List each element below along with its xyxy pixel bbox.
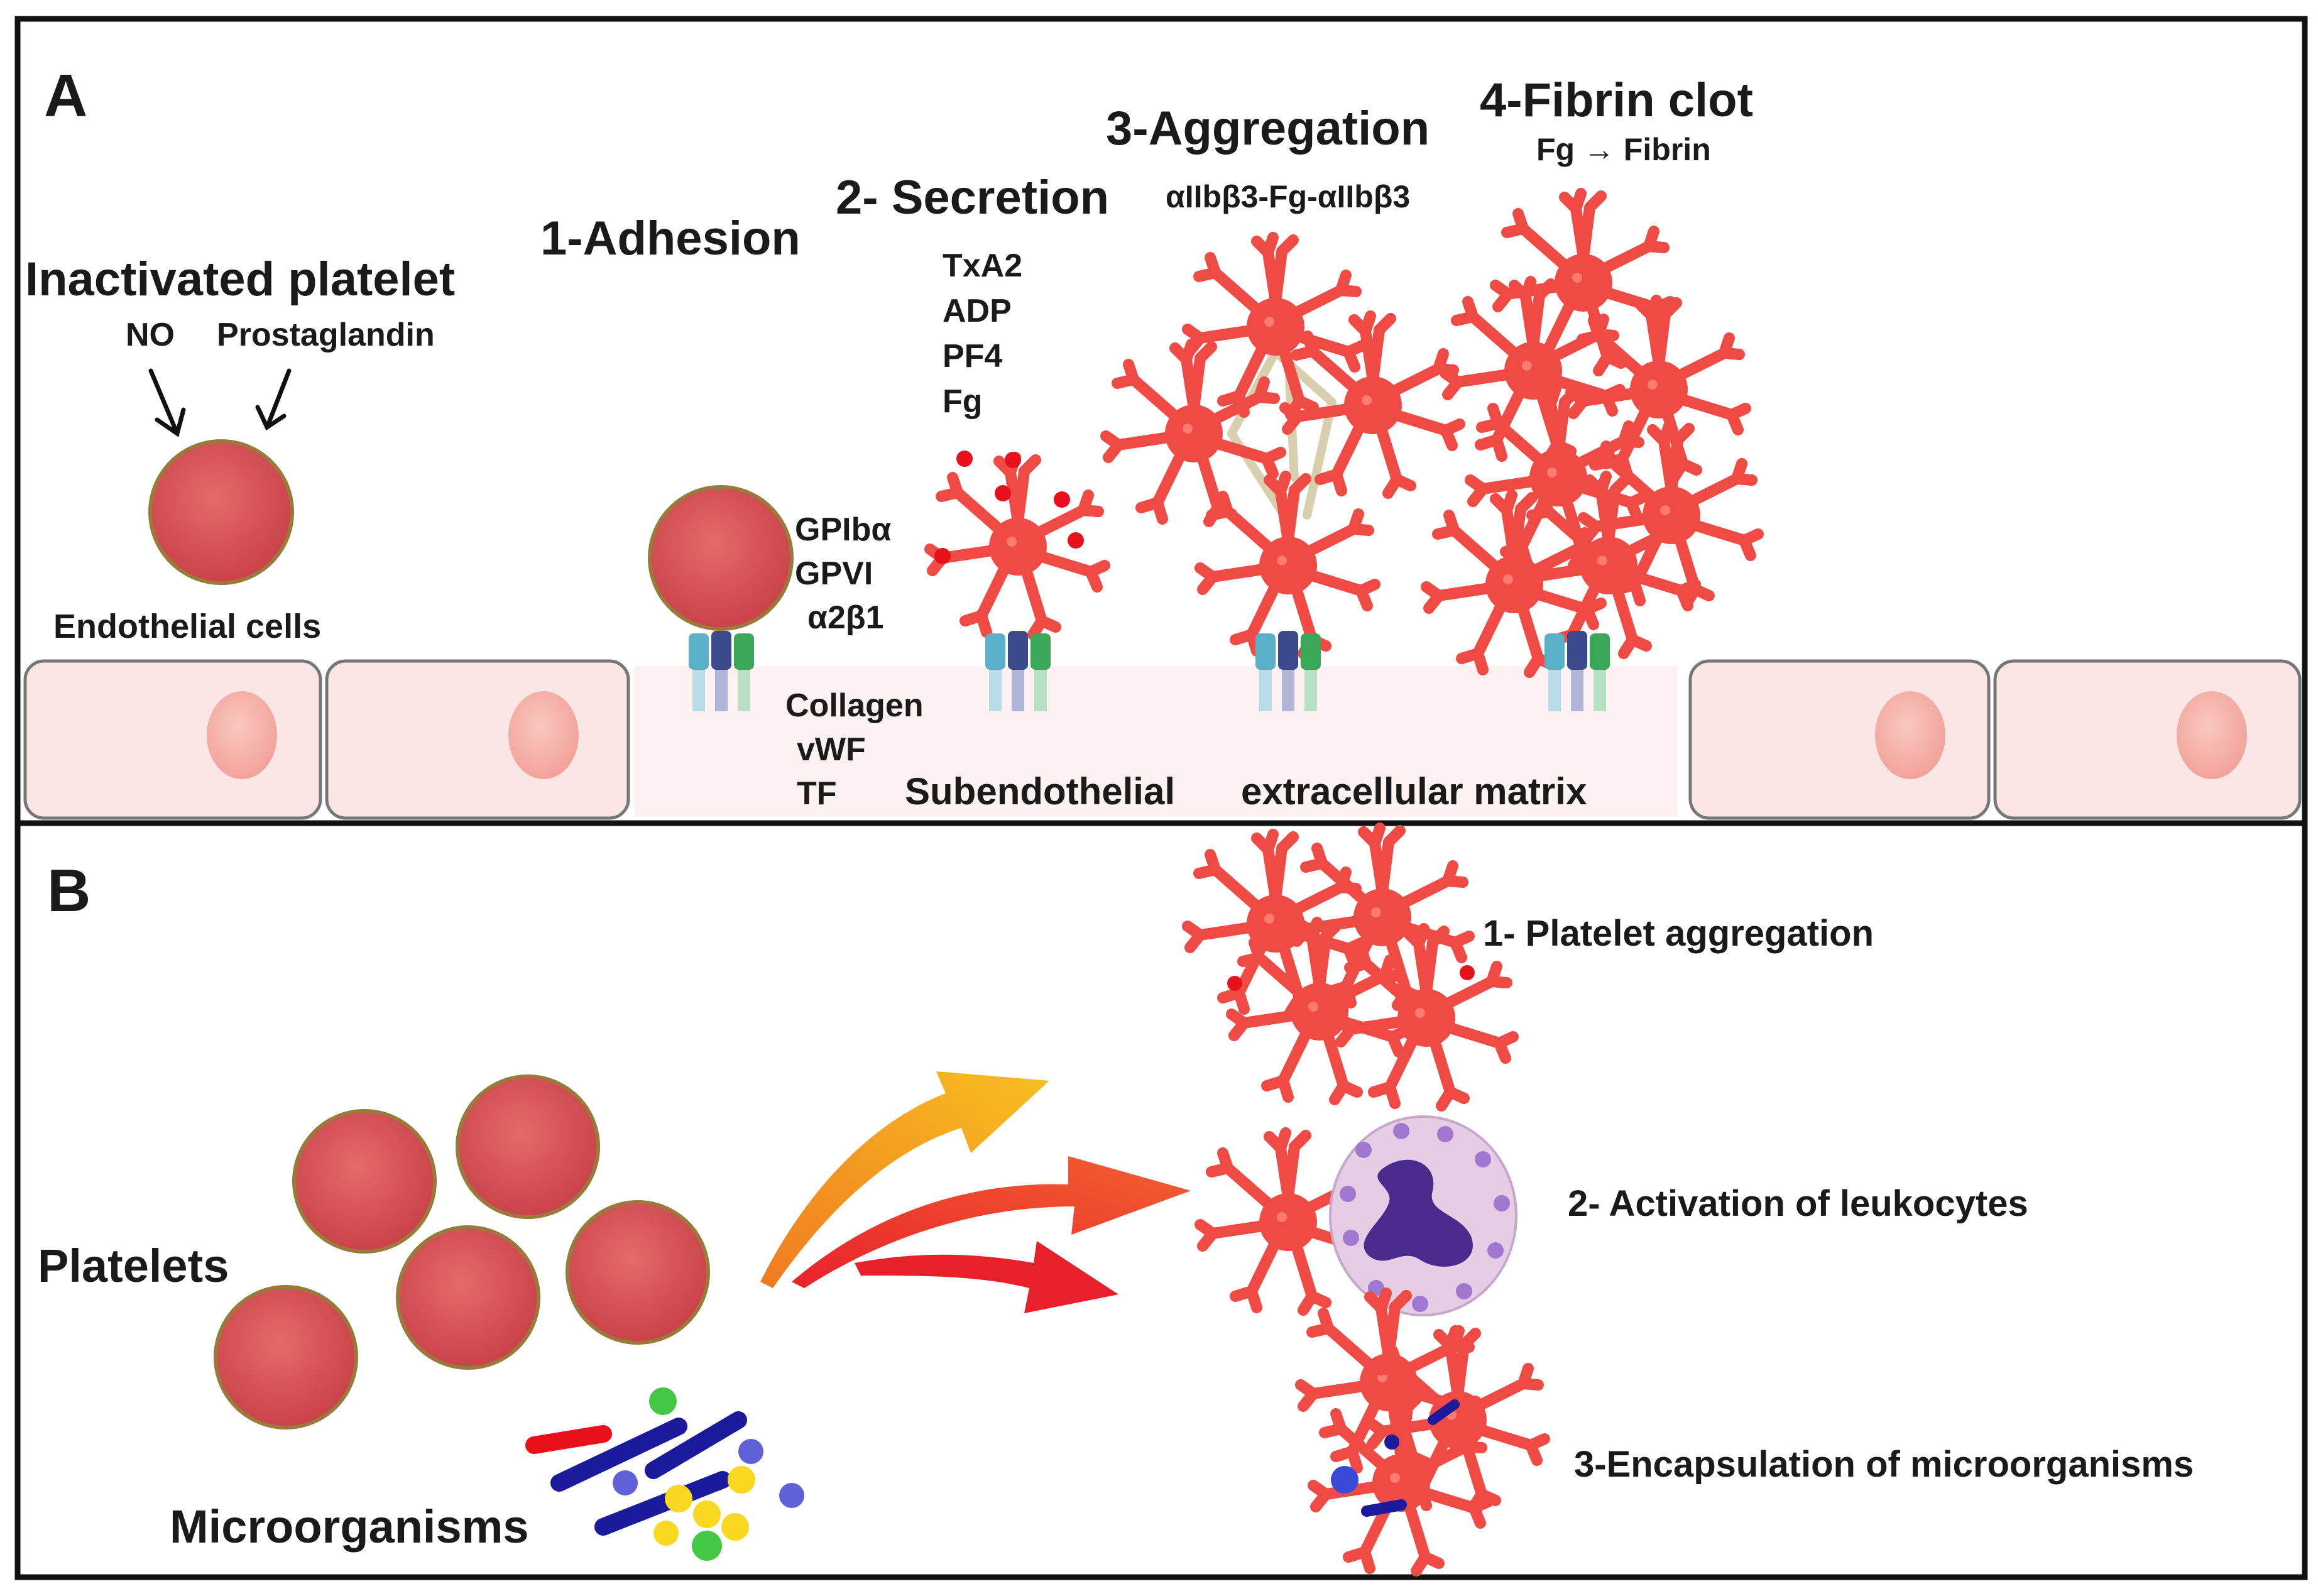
panel-a-letter: A (44, 62, 87, 129)
clot-receptors (1544, 631, 1610, 711)
secretion-title: 2- Secretion (836, 171, 1109, 224)
microorganisms-label: Microorganisms (170, 1500, 529, 1553)
adhesion-receptors (689, 631, 754, 711)
panel-a: A Inactivated platelet NO Prostaglandin … (14, 16, 2308, 826)
secretion-receptors (985, 631, 1051, 711)
endothelial-nucleus (1875, 691, 1945, 779)
microorganisms (525, 1387, 804, 1561)
resting-platelet (566, 1200, 710, 1345)
panel-b-letter: B (47, 857, 90, 924)
inhibition-arrows (148, 368, 292, 437)
ligand-vwf: vWF (797, 731, 866, 768)
encapsulating-platelets (1301, 1293, 1544, 1571)
resting-platelet (396, 1225, 540, 1370)
inactivated-platelet-title: Inactivated platelet (25, 253, 455, 306)
aggregation-subtitle: αIIbβ3-Fg-αIIbβ3 (1166, 179, 1410, 214)
secreted-granules (934, 451, 1084, 564)
leukocyte-nucleus (1364, 1159, 1473, 1267)
leukocyte (1329, 1115, 1517, 1316)
outcome-arrows (760, 1071, 1191, 1313)
outcome-encapsulation: 3-Encapsulation of microorganisms (1574, 1444, 2194, 1485)
fibrin-clot-subtitle: Fg → Fibrin (1536, 132, 1711, 167)
resting-platelet (456, 1074, 600, 1219)
outcome-platelet-aggregation: 1- Platelet aggregation (1483, 913, 1874, 954)
arrow-to-encapsulation (855, 1241, 1118, 1313)
receptor-gpvi: GPVI (795, 555, 873, 592)
endothelial-cells (23, 659, 2302, 820)
resting-platelet (292, 1109, 437, 1254)
aggregated-platelets (1188, 828, 1513, 1106)
inactivated-platelet (148, 439, 294, 585)
endothelial-cells-label: Endothelial cells (53, 608, 321, 645)
endothelial-cell (325, 659, 630, 820)
arrow-to-leukocytes (792, 1156, 1191, 1288)
subendothelial-matrix (635, 666, 1678, 817)
fibrin-clot-title: 4-Fibrin clot (1480, 74, 1753, 127)
ligand-collagen: Collagen (785, 687, 924, 724)
endothelial-nucleus (2177, 691, 2247, 779)
endothelial-nucleus (207, 691, 277, 779)
secreted-fg: Fg (943, 383, 983, 420)
panel-b: B Platelets Microorganisms (14, 820, 2308, 1580)
platelets-label: Platelets (38, 1240, 229, 1292)
endothelial-nucleus (508, 691, 579, 779)
matrix-label-ecm: extracellular matrix (1241, 770, 1587, 812)
aggregation-receptors (1255, 631, 1321, 711)
fibrinogen-bridges (1227, 347, 1337, 526)
matrix-label-subendothelial: Subendothelial (905, 770, 1175, 812)
no-label: NO (126, 317, 175, 353)
receptor-gpiba: GPIbα (795, 511, 891, 548)
receptor-a2b1: α2β1 (807, 599, 884, 636)
secreted-pf4: PF4 (943, 338, 1002, 374)
arrow-to-aggregation (760, 1071, 1049, 1288)
aggregation-title: 3-Aggregation (1106, 102, 1430, 155)
adhesion-title: 1-Adhesion (540, 212, 801, 265)
secreted-txa2: TxA2 (943, 248, 1022, 284)
outcome-leukocyte-activation: 2- Activation of leukocytes (1568, 1183, 2028, 1224)
secreted-adp: ADP (943, 293, 1012, 329)
ligand-tf: TF (797, 775, 837, 812)
endothelial-cell (1993, 659, 2302, 820)
resting-platelet (214, 1285, 358, 1429)
prostaglandin-label: Prostaglandin (217, 317, 435, 353)
platelet-group (214, 1074, 710, 1429)
adhering-platelet (648, 485, 794, 631)
